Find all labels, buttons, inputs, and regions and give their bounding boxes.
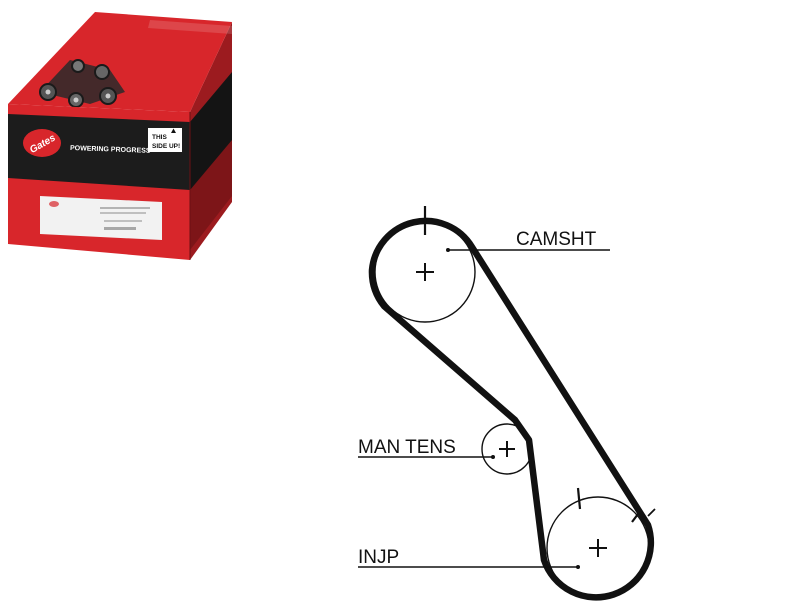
- svg-text:SIDE UP!: SIDE UP!: [152, 143, 180, 150]
- this-side-up-label: THIS SIDE UP!: [148, 128, 182, 152]
- camshaft-leader: [446, 248, 610, 252]
- injection-pump-label: INJP: [358, 547, 399, 568]
- tensioner-center-cross: [499, 441, 515, 457]
- pump-timing-mark-2: [631, 513, 639, 523]
- tensioner-label: MAN TENS: [358, 437, 456, 458]
- gates-logo: Gates: [23, 129, 61, 157]
- camshaft-label: CAMSHT: [516, 229, 597, 250]
- pump-timing-mark: [576, 487, 582, 510]
- box-slogan: POWERING PROGRESS™: [70, 145, 158, 155]
- svg-text:THIS: THIS: [152, 134, 167, 141]
- label-print-marks: [49, 201, 150, 230]
- camshaft-center-cross: [416, 263, 434, 281]
- gates-product-box: Gates POWERING PROGRESS™ THIS SIDE UP!: [8, 12, 232, 260]
- pump-arrow-mark: [647, 508, 656, 517]
- pump-leader: [358, 565, 580, 569]
- tensioner-leader: [358, 455, 495, 459]
- pump-center-cross: [589, 539, 607, 557]
- timing-belt: [368, 217, 655, 601]
- belt-routing-diagram: CAMSHT MAN TENS INJP: [358, 206, 656, 601]
